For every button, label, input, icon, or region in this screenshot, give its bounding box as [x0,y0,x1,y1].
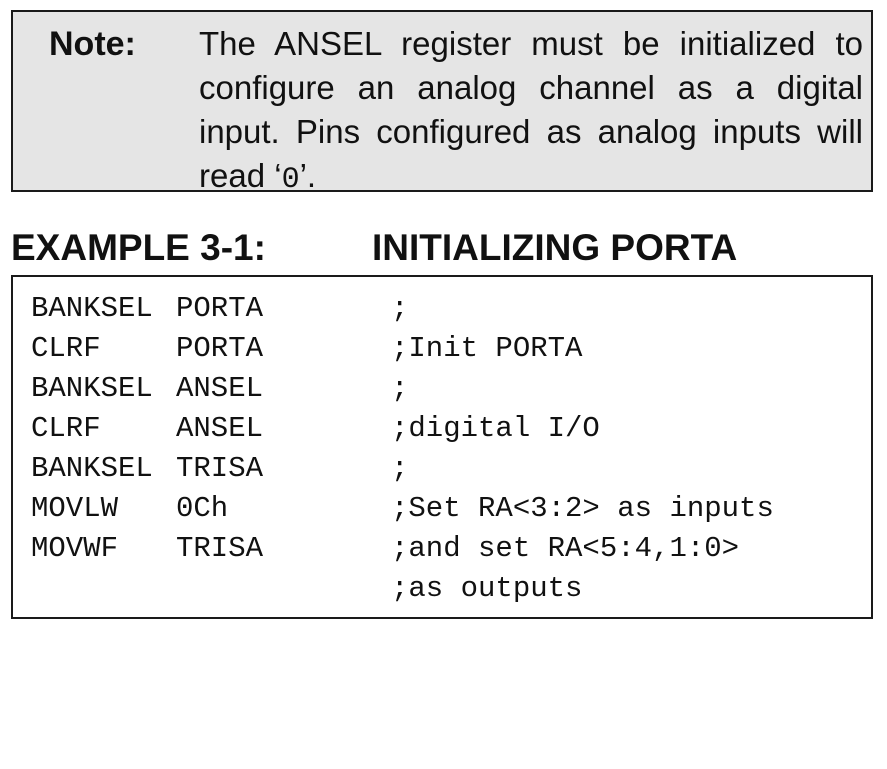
code-operand: PORTA [176,332,264,365]
code-comment: ;as outputs [391,572,583,605]
note-text: The ANSEL register must be initialized t… [199,22,863,202]
code-operand: TRISA [176,532,264,565]
code-comment: ; [391,292,409,325]
code-comment: ;Set RA<3:2> as inputs [391,492,774,525]
code-opcode: CLRF [31,332,101,365]
code-lines: BANKSEL PORTA ; CLRF PORTA ;Init PORTA B… [31,289,774,609]
note-label: Note: [49,25,136,63]
code-line: MOVWF TRISA ;and set RA<5:4,1:0> [31,529,739,569]
code-operand: ANSEL [176,412,264,445]
code-opcode: BANKSEL [31,372,153,405]
note-box: Note: The ANSEL register must be initial… [11,10,873,197]
code-line: MOVLW 0Ch ;Set RA<3:2> as inputs [31,489,774,529]
note-line: configure an analog channel as a digital [199,69,863,106]
code-line: ;as outputs [31,569,582,609]
code-operand: TRISA [176,452,264,485]
code-operand: ANSEL [176,372,264,405]
code-opcode: MOVLW [31,492,119,525]
code-opcode: BANKSEL [31,452,153,485]
note-line: The ANSEL register must be initialized t… [199,25,863,62]
example-number: EXAMPLE 3-1: [11,227,266,268]
code-operand: 0Ch [176,492,229,525]
code-comment: ;digital I/O [391,412,600,445]
note-read-text: read ‘ [199,157,282,194]
code-line: BANKSEL TRISA ; [31,449,408,489]
note-zero-value: 0 [281,163,300,197]
note-line: input. Pins configured as analog inputs … [199,113,863,150]
code-line: CLRF PORTA ;Init PORTA [31,329,582,369]
code-opcode: CLRF [31,412,101,445]
code-comment: ; [391,372,409,405]
code-line: CLRF ANSEL ;digital I/O [31,409,600,449]
code-comment: ;Init PORTA [391,332,583,365]
code-comment: ; [391,452,409,485]
code-comment: ;and set RA<5:4,1:0> [391,532,740,565]
code-listing: BANKSEL PORTA ; CLRF PORTA ;Init PORTA B… [11,275,873,619]
note-line-last: read ‘0’. [199,154,863,202]
code-opcode: MOVWF [31,532,119,565]
code-operand: PORTA [176,292,264,325]
example-title: INITIALIZING PORTA [372,227,738,268]
code-line: BANKSEL ANSEL ; [31,369,408,409]
code-opcode: BANKSEL [31,292,153,325]
code-line: BANKSEL PORTA ; [31,289,408,329]
note-end-text: ’. [299,157,317,194]
